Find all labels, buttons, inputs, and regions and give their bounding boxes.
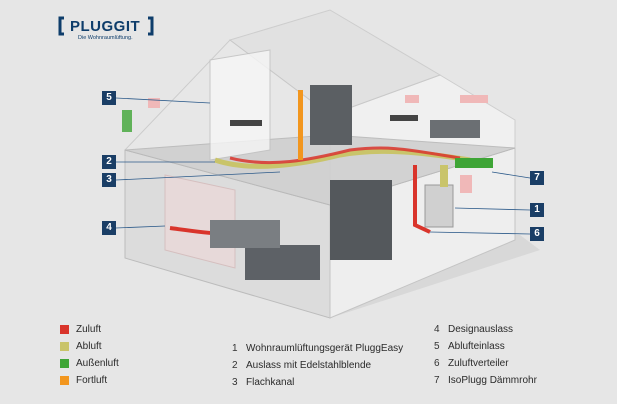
leader-5 <box>115 97 211 104</box>
callout-leaders <box>115 97 531 235</box>
leader-1 <box>454 207 531 211</box>
component-legend-a: 1 Wohnraumlüftungsgerät PluggEasy 2 Ausl… <box>232 343 422 393</box>
component-number: 3 <box>232 377 238 388</box>
leader-7 <box>491 171 531 179</box>
leader-4 <box>115 225 166 229</box>
component-number: 6 <box>434 358 440 369</box>
interior-wall-upper <box>209 49 271 161</box>
legend-label: Außenluft <box>76 358 119 369</box>
air-flow-legend: Zuluft Abluft Außenluft Fortluft <box>60 324 180 394</box>
component-text: Auslass mit Edelstahlblende <box>246 360 372 371</box>
outer-air-grille <box>122 110 132 132</box>
wardrobe-lower <box>330 180 392 260</box>
component-text: Zuluftverteiler <box>448 358 509 369</box>
design-outlet <box>405 95 419 103</box>
callout-1: 1 <box>530 203 544 217</box>
component-number: 2 <box>232 360 238 371</box>
wardrobe-upper <box>310 85 352 145</box>
aussenluft-swatch <box>60 359 69 368</box>
component-text: IsoPlugg Dämmrohr <box>448 375 537 386</box>
supply-riser <box>413 165 431 234</box>
desk-upper-right <box>390 115 418 121</box>
component-legend-b: 4 Designauslass 5 Ablufteinlass 6 Zuluft… <box>434 324 594 394</box>
outside-air-duct <box>455 158 493 168</box>
callout-3: 3 <box>102 173 116 187</box>
component-text: Wohnraumlüftungsgerät PluggEasy <box>246 343 404 354</box>
kitchen-island <box>245 245 320 280</box>
fortluft-swatch <box>60 376 69 385</box>
legend-label: Abluft <box>76 341 102 352</box>
logo-tagline: Die Wohnraumlüftung. <box>78 35 133 41</box>
kitchen-counter <box>210 220 280 248</box>
design-outlet <box>460 95 488 103</box>
logo-bracket-icon <box>58 16 154 36</box>
component-text: Designauslass <box>448 324 514 335</box>
design-outlet <box>148 98 160 108</box>
exhaust-riser <box>298 90 303 160</box>
abluft-swatch <box>60 342 69 351</box>
bed <box>430 120 480 138</box>
component-number: 4 <box>434 324 440 335</box>
callout-6: 6 <box>530 227 544 241</box>
legend-label: Fortluft <box>76 375 108 386</box>
component-text: Ablufteinlass <box>448 341 505 352</box>
callout-7: 7 <box>530 171 544 185</box>
design-outlet <box>460 175 472 193</box>
component-number: 7 <box>434 375 440 386</box>
logo-wordmark: PLUGGIT <box>70 18 141 35</box>
legend-label: Zuluft <box>76 324 102 335</box>
callout-4: 4 <box>102 221 116 235</box>
pluggit-logo: PLUGGIT Die Wohnraumlüftung. <box>58 16 158 44</box>
unit-exhaust-port <box>440 165 448 187</box>
callout-5: 5 <box>102 91 116 105</box>
component-number: 1 <box>232 343 238 354</box>
roof-ridge <box>228 9 442 116</box>
leader-6 <box>429 231 531 235</box>
ventilation-unit <box>424 184 454 228</box>
supply-duct-upper <box>229 146 461 165</box>
zuluft-swatch <box>60 325 69 334</box>
desk-upper-left <box>230 120 262 126</box>
leader-3 <box>115 171 281 181</box>
component-text: Flachkanal <box>246 377 295 388</box>
callout-2: 2 <box>102 155 116 169</box>
component-number: 5 <box>434 341 440 352</box>
